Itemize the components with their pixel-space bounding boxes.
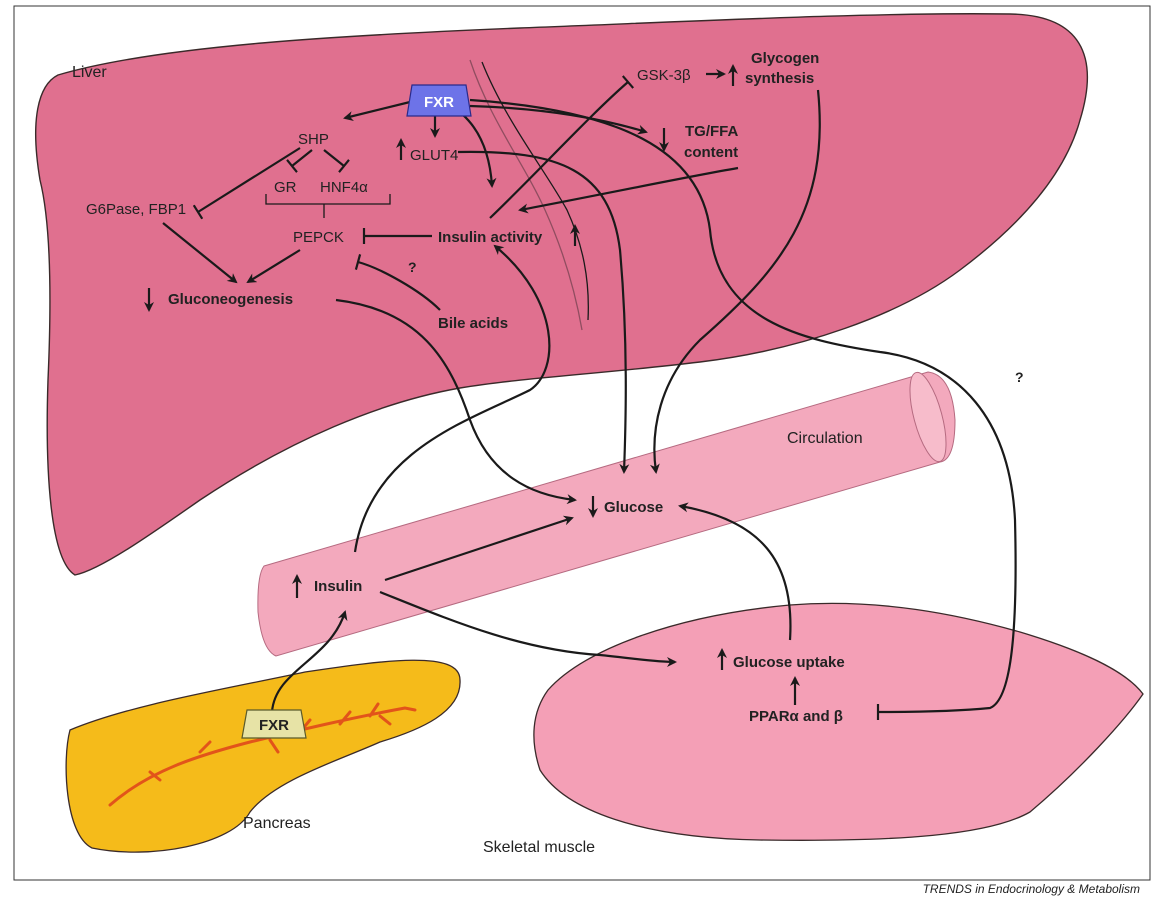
tgffa-label-line1: TG/FFA <box>685 123 738 140</box>
gsk3b-label: GSK-3β <box>637 67 691 84</box>
question-mark-bile-acids: ? <box>408 259 417 275</box>
glut4-label: GLUT4 <box>410 147 458 164</box>
fxr-pancreas-node: FXR <box>242 710 306 738</box>
insulin-activity-label: Insulin activity <box>438 229 543 246</box>
bile-acids-label: Bile acids <box>438 315 508 332</box>
fxr-pancreas-label: FXR <box>259 717 289 734</box>
source-credit: TRENDS in Endocrinology & Metabolism <box>923 882 1140 896</box>
ppar-label: PPARα and β <box>749 708 843 725</box>
insulin-label: Insulin <box>314 578 362 595</box>
g6pase-label: G6Pase, FBP1 <box>86 201 186 218</box>
tgffa-label-line2: content <box>684 144 738 161</box>
gluconeogenesis-label: Gluconeogenesis <box>168 291 293 308</box>
circulation-label: Circulation <box>787 430 863 447</box>
shp-label: SHP <box>298 131 329 148</box>
liver-label: Liver <box>72 64 107 81</box>
glucose-uptake-label: Glucose uptake <box>733 654 845 671</box>
pepck-label: PEPCK <box>293 229 344 246</box>
question-mark-ppar: ? <box>1015 369 1024 385</box>
gr-label: GR <box>274 179 297 196</box>
pancreas-label: Pancreas <box>243 815 311 832</box>
glycogen-label-line2: synthesis <box>745 70 814 87</box>
fxr-liver-node: FXR <box>407 85 471 116</box>
fxr-liver-label: FXR <box>424 94 454 111</box>
skeletal-muscle-label: Skeletal muscle <box>483 839 595 856</box>
glycogen-label-line1: Glycogen <box>751 50 819 67</box>
hnf4a-label: HNF4α <box>320 179 368 196</box>
glucose-label: Glucose <box>604 499 663 516</box>
